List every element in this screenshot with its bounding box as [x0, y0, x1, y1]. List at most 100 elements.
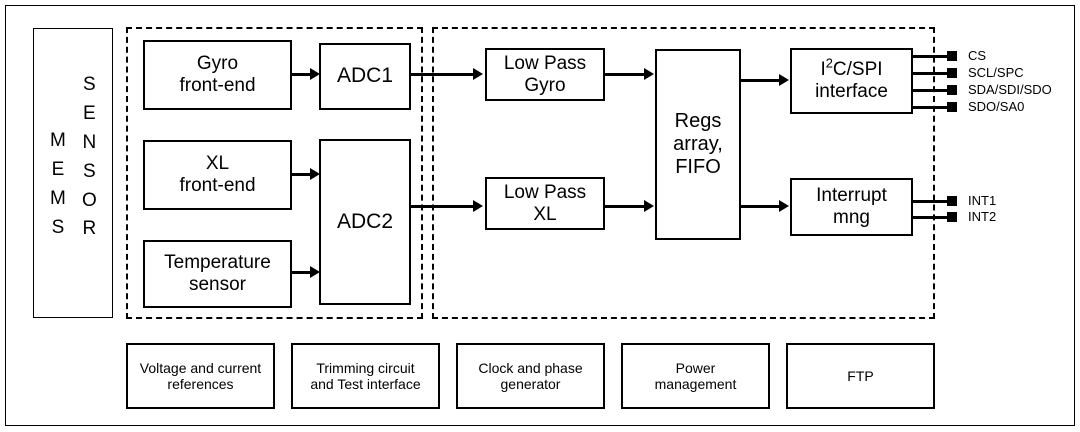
- trimming-test-interface-label: Trimming circuit and Test interface: [306, 360, 424, 392]
- adc2-label: ADC2: [336, 209, 394, 233]
- temperature-sensor-label: Temperature sensor: [160, 252, 275, 296]
- i2c-suffix: C/SPI: [832, 59, 883, 81]
- digital-section-boundary: [432, 27, 935, 319]
- mems-sensor-block: M E M S S E N S O R: [33, 28, 113, 318]
- clock-line1: Clock and phase: [478, 359, 583, 376]
- wire-adc2-to-lpxl: [411, 205, 476, 208]
- interrupt-mng-line1: Interrupt: [816, 185, 887, 207]
- regs-array-fifo-label: Regs array, FIFO: [669, 110, 727, 179]
- pin-wire-int1: [913, 200, 953, 203]
- pin-wire-scl-spc: [913, 72, 953, 75]
- arrow-lpxl-to-regs: [644, 200, 654, 212]
- power-management-block: Power management: [621, 343, 770, 409]
- pin-square-cs: [947, 51, 957, 61]
- arrow-regs-to-i2cspi: [779, 74, 789, 86]
- xl-front-end-line2: front-end: [179, 175, 256, 196]
- i2c-spi-interface-label: I2C/SPI interface: [811, 55, 892, 103]
- trimming-line2: and Test interface: [310, 376, 421, 392]
- low-pass-gyro-line1: Low Pass: [503, 52, 587, 74]
- pin-wire-int2: [913, 216, 953, 219]
- low-pass-gyro-block: Low Pass Gyro: [485, 48, 605, 101]
- mems-letter: E: [51, 158, 65, 180]
- temperature-sensor-line2: sensor: [188, 274, 246, 295]
- low-pass-gyro-label: Low Pass Gyro: [500, 53, 590, 97]
- arrow-adc1-to-lpgyro: [473, 68, 483, 80]
- arrow-temp-to-adc2: [310, 266, 320, 278]
- gyro-front-end-block: Gyro front-end: [143, 40, 292, 110]
- analog-section-boundary: [126, 27, 423, 319]
- mems-letter: S: [51, 216, 65, 238]
- adc1-block: ADC1: [319, 43, 411, 110]
- arrow-adc2-to-lpxl: [473, 200, 483, 212]
- temperature-sensor-block: Temperature sensor: [143, 240, 292, 308]
- ftp-label: FTP: [847, 367, 874, 384]
- xl-front-end-block: XL front-end: [143, 140, 292, 210]
- pin-wire-sdo-sa0: [913, 106, 953, 109]
- i2c-spi-line1: I2C/SPI: [820, 55, 883, 81]
- sensor-letter: N: [82, 131, 97, 153]
- pin-square-scl-spc: [947, 68, 957, 78]
- wire-regs-to-i2cspi: [741, 79, 783, 82]
- sensor-letter: E: [83, 102, 96, 124]
- regs-array-fifo-block: Regs array, FIFO: [655, 49, 741, 240]
- interrupt-mng-line2: mng: [833, 207, 870, 228]
- low-pass-xl-label: Low Pass XL: [500, 182, 590, 226]
- i2c-spi-line2: interface: [815, 81, 888, 102]
- interrupt-mng-label: Interrupt mng: [812, 185, 891, 229]
- i2c-superscript: 2: [825, 55, 833, 71]
- arrow-regs-to-interrupt: [779, 200, 789, 212]
- pin-label-int1: INT1: [968, 193, 997, 208]
- mems-letter: M: [50, 187, 66, 209]
- i2c-prefix: I: [820, 59, 826, 81]
- power-line2: management: [654, 376, 737, 392]
- low-pass-gyro-line2: Gyro: [524, 74, 566, 96]
- wire-xl-to-adc2: [292, 173, 312, 176]
- pin-square-sda-sdi-sdo: [947, 85, 957, 95]
- pin-label-int2: INT2: [968, 209, 997, 224]
- gyro-front-end-label: Gyro front-end: [175, 53, 259, 97]
- low-pass-xl-line2: XL: [533, 203, 557, 225]
- temperature-sensor-line1: Temperature: [164, 252, 271, 274]
- arrow-gyro-to-adc1: [310, 68, 320, 80]
- pin-wire-cs: [913, 55, 953, 58]
- pin-square-int2: [947, 212, 957, 222]
- adc2-block: ADC2: [319, 139, 411, 305]
- chip-outline: [5, 5, 1075, 426]
- ftp-block: FTP: [786, 343, 935, 409]
- regs-line2: array,: [673, 133, 723, 155]
- wire-adc1-to-lpgyro: [411, 73, 476, 76]
- low-pass-xl-block: Low Pass XL: [485, 177, 605, 230]
- pin-wire-sda-sdi-sdo: [913, 89, 953, 92]
- pin-label-scl-spc: SCL/SPC: [968, 65, 1024, 80]
- pin-square-int1: [947, 196, 957, 206]
- voltage-line2: references: [167, 376, 234, 392]
- sensor-letter: R: [82, 218, 97, 240]
- mems-letters-column: M E M S: [50, 127, 66, 243]
- pin-square-sdo-sa0: [947, 102, 957, 112]
- voltage-line1: Voltage and current: [139, 359, 262, 376]
- voltage-current-references-block: Voltage and current references: [126, 343, 275, 409]
- wire-lpgyro-to-regs: [605, 73, 647, 76]
- gyro-front-end-line2: front-end: [179, 75, 256, 96]
- sensor-letter: O: [82, 189, 97, 211]
- regs-line1: Regs: [674, 110, 722, 132]
- interrupt-mng-block: Interrupt mng: [790, 178, 913, 236]
- mems-letter: M: [50, 130, 66, 151]
- sensor-letter: S: [83, 74, 96, 95]
- i2c-spi-interface-block: I2C/SPI interface: [790, 48, 913, 114]
- power-management-label: Power management: [651, 360, 741, 392]
- clock-line2: generator: [500, 376, 561, 392]
- gyro-front-end-line1: Gyro: [196, 53, 239, 75]
- clock-phase-generator-label: Clock and phase generator: [474, 360, 586, 392]
- xl-front-end-label: XL front-end: [175, 153, 259, 197]
- voltage-current-references-label: Voltage and current references: [136, 360, 265, 392]
- trimming-line1: Trimming circuit: [316, 359, 415, 376]
- pin-label-sdo-sa0: SDO/SA0: [968, 99, 1025, 114]
- pin-label-sda-sdi-sdo: SDA/SDI/SDO: [968, 82, 1052, 97]
- wire-temp-to-adc2: [292, 271, 312, 274]
- low-pass-xl-line1: Low Pass: [503, 181, 587, 203]
- power-line1: Power: [675, 359, 716, 376]
- sensor-letter: S: [83, 160, 96, 182]
- wire-gyro-to-adc1: [292, 73, 312, 76]
